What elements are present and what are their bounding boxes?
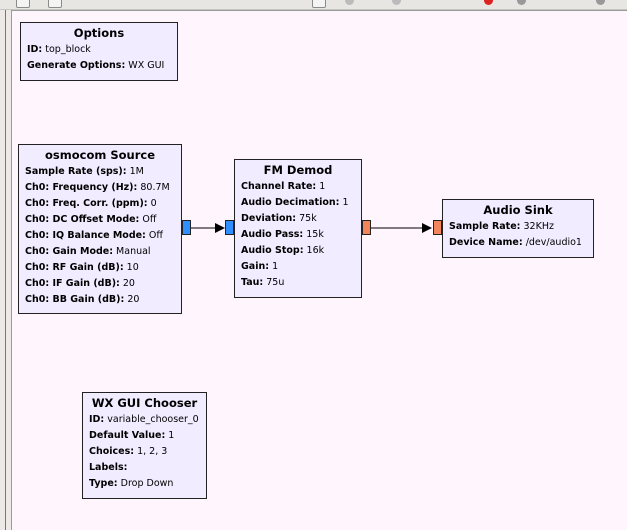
toolbar-icon[interactable]	[392, 0, 401, 5]
param-key: Device Name:	[449, 237, 523, 248]
param-row: Ch0: DC Offset Mode: Off	[25, 212, 175, 228]
param-key: Audio Decimation:	[241, 197, 340, 208]
param-value: top_block	[45, 44, 91, 55]
param-row: Sample Rate: 32KHz	[449, 219, 587, 235]
param-row: Ch0: Frequency (Hz): 80.7M	[25, 180, 175, 196]
param-key: Choices:	[89, 446, 135, 457]
param-row: Type: Drop Down	[89, 476, 200, 492]
block-title: Options	[73, 26, 125, 40]
param-row: Channel Rate: 1	[241, 179, 355, 195]
param-key: Generate Options:	[27, 60, 126, 71]
toolbar-icon[interactable]	[345, 0, 354, 5]
param-value: Off	[148, 230, 163, 241]
param-row: Sample Rate (sps): 1M	[25, 164, 175, 180]
param-key: Deviation:	[241, 213, 297, 224]
audiosink-in-port[interactable]	[433, 220, 442, 235]
param-value: 1	[342, 197, 349, 208]
rail-divider	[5, 10, 6, 530]
param-key: Ch0: DC Offset Mode:	[25, 214, 140, 225]
param-value: 15k	[306, 229, 324, 240]
param-value: Off	[142, 214, 157, 225]
param-key: Ch0: BB Gain (dB):	[25, 294, 125, 305]
param-key: Default Value:	[89, 430, 166, 441]
param-value: 75u	[266, 277, 285, 288]
fmdemod-out-port[interactable]	[362, 220, 371, 235]
param-key: Ch0: IQ Balance Mode:	[25, 230, 146, 241]
param-row: Ch0: IF Gain (dB): 20	[25, 276, 175, 292]
stop-icon[interactable]	[484, 0, 493, 5]
param-row: Deviation: 75k	[241, 211, 355, 227]
param-row: Audio Stop: 16k	[241, 243, 355, 259]
param-row: Ch0: RF Gain (dB): 10	[25, 260, 175, 276]
param-row: Ch0: Freq. Corr. (ppm): 0	[25, 196, 175, 212]
toolbar-button[interactable]	[312, 0, 326, 8]
param-key: Labels:	[89, 462, 128, 473]
param-value: 0	[150, 198, 157, 209]
param-key: Gain:	[241, 261, 270, 272]
param-value: Manual	[116, 246, 151, 257]
param-value: 1	[319, 181, 326, 192]
param-key: Audio Pass:	[241, 229, 304, 240]
param-key: Tau:	[241, 277, 264, 288]
param-row: Audio Decimation: 1	[241, 195, 355, 211]
param-value: WX GUI	[128, 60, 165, 71]
param-row: Device Name: /dev/audio1	[449, 235, 587, 251]
param-value: 1	[272, 261, 279, 272]
param-value: 80.7M	[140, 182, 170, 193]
osmocom-out-port[interactable]	[182, 220, 191, 235]
param-value: /dev/audio1	[525, 237, 582, 248]
param-row: Choices: 1, 2, 3	[89, 444, 200, 460]
param-row: Labels:	[89, 460, 200, 476]
param-value: 1, 2, 3	[137, 446, 168, 457]
param-row: Generate Options: WX GUI	[27, 58, 171, 74]
toolbar-button[interactable]	[16, 0, 30, 8]
param-key: ID:	[89, 414, 105, 425]
param-row: Tau: 75u	[241, 275, 355, 291]
param-key: Sample Rate (sps):	[25, 166, 127, 177]
fmdemod-in-port[interactable]	[225, 220, 234, 235]
param-value: 20	[127, 294, 140, 305]
param-key: Ch0: Freq. Corr. (ppm):	[25, 198, 148, 209]
param-row: Ch0: BB Gain (dB): 20	[25, 292, 175, 308]
param-key: Channel Rate:	[241, 181, 317, 192]
param-key: Ch0: IF Gain (dB):	[25, 278, 120, 289]
block-title: Audio Sink	[483, 203, 553, 217]
toolbar-button[interactable]	[48, 0, 62, 8]
toolbar-strip	[0, 0, 627, 10]
block-title: osmocom Source	[45, 148, 155, 162]
toolbar-icon[interactable]	[517, 0, 526, 5]
param-row: Default Value: 1	[89, 428, 200, 444]
block-title: FM Demod	[263, 163, 333, 177]
param-key: Ch0: Gain Mode:	[25, 246, 114, 257]
param-row: Ch0: IQ Balance Mode: Off	[25, 228, 175, 244]
param-value: 32KHz	[523, 221, 554, 232]
param-key: Sample Rate:	[449, 221, 521, 232]
param-key: ID:	[27, 44, 43, 55]
toolbar-icon[interactable]	[596, 0, 605, 5]
block-title: WX GUI Chooser	[91, 396, 198, 410]
param-key: Type:	[89, 478, 118, 489]
param-row: ID: top_block	[27, 42, 171, 58]
param-value: Drop Down	[120, 478, 174, 489]
param-value: 1M	[129, 166, 144, 177]
param-value: 16k	[306, 245, 325, 256]
param-key: Ch0: Frequency (Hz):	[25, 182, 138, 193]
param-value: 10	[126, 262, 139, 273]
param-value: 1	[168, 430, 175, 441]
param-row: ID: variable_chooser_0	[89, 412, 200, 428]
param-row: Audio Pass: 15k	[241, 227, 355, 243]
param-key: Audio Stop:	[241, 245, 304, 256]
param-value: variable_chooser_0	[107, 414, 199, 425]
param-value: 20	[122, 278, 135, 289]
param-value: 75k	[299, 213, 317, 224]
param-row: Ch0: Gain Mode: Manual	[25, 244, 175, 260]
param-key: Ch0: RF Gain (dB):	[25, 262, 124, 273]
param-row: Gain: 1	[241, 259, 355, 275]
